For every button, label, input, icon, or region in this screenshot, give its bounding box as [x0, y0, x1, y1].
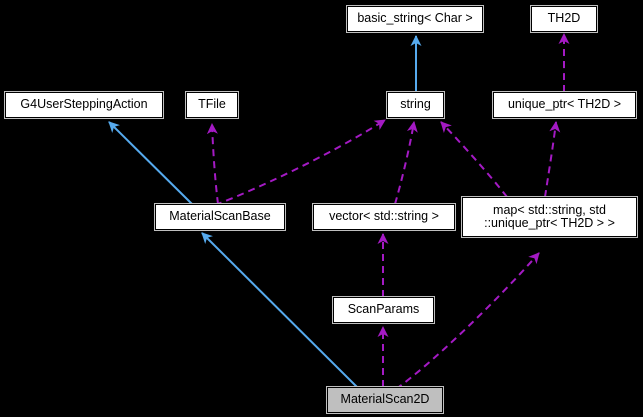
- edge-vector_string-to-string: [394, 121, 418, 205]
- class-node-unique_ptr_th2d[interactable]: unique_ptr< TH2D >: [492, 91, 637, 119]
- class-node-basic_string[interactable]: basic_string< Char >: [346, 5, 484, 33]
- class-node-tfile[interactable]: TFile: [185, 91, 239, 119]
- class-node-label: G4UserSteppingAction: [20, 97, 148, 112]
- edge-materialscanbase-to-g4usersteppingaction: [108, 121, 193, 205]
- class-node-label: basic_string< Char >: [357, 11, 473, 26]
- class-node-label: TH2D: [547, 11, 581, 26]
- class-node-label: unique_ptr< TH2D >: [507, 97, 622, 112]
- edge-materialscanbase-to-tfile: [206, 123, 219, 205]
- class-node-label: MaterialScanBase: [169, 209, 271, 224]
- class-node-label: map< std::string, std ::unique_ptr< TH2D…: [484, 202, 615, 230]
- class-node-th2d[interactable]: TH2D: [530, 5, 598, 33]
- class-node-string[interactable]: string: [386, 91, 445, 119]
- class-node-label: vector< std::string >: [329, 209, 439, 224]
- class-node-materialscanbase[interactable]: MaterialScanBase: [154, 203, 286, 231]
- class-node-label: TFile: [198, 97, 226, 112]
- class-node-label: ScanParams: [347, 302, 420, 317]
- class-node-vector_string[interactable]: vector< std::string >: [312, 203, 456, 231]
- class-node-label: string: [400, 97, 431, 112]
- class-node-materialscan2d[interactable]: MaterialScan2D: [326, 386, 444, 414]
- class-node-g4usersteppingaction[interactable]: G4UserSteppingAction: [4, 91, 164, 119]
- class-node-scanparams[interactable]: ScanParams: [332, 296, 435, 324]
- edge-materialscanbase-to-string: [214, 119, 386, 206]
- class-node-label: MaterialScan2D: [340, 392, 430, 407]
- class-node-map_string_unique_ptr[interactable]: map< std::string, std ::unique_ptr< TH2D…: [461, 196, 638, 238]
- edge-map_string_unique_ptr-to-string: [440, 121, 508, 198]
- edge-map_string_unique_ptr-to-unique_ptr_th2d: [544, 121, 561, 198]
